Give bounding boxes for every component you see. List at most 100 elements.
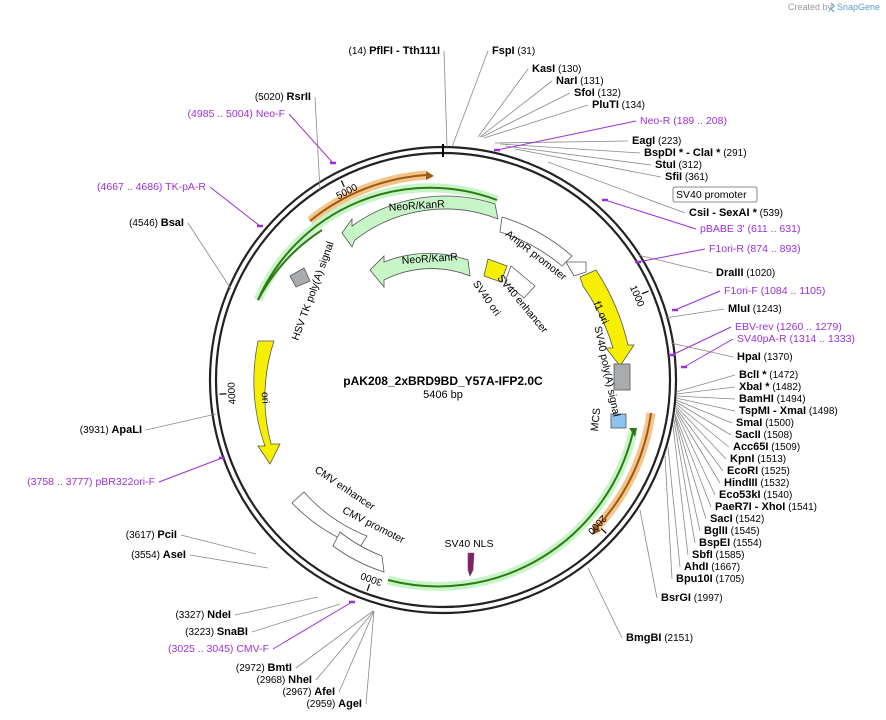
site-extra: - XmaI: [770, 405, 806, 417]
feature-sv40-nls: [467, 552, 475, 577]
site-name: AgeI: [338, 698, 362, 710]
site-name: BamHI: [739, 393, 774, 405]
site-leader-41: [180, 534, 257, 555]
site-label-23: HindIII (1532): [724, 477, 789, 489]
site-label-43: (4546) BsaI: [129, 217, 184, 229]
site-label-5: PluTI (134): [592, 99, 645, 111]
site-pos: (1540): [761, 490, 793, 501]
feature-f1-ori: [579, 269, 635, 367]
site-label-15: XbaI * (1482): [739, 381, 801, 393]
site-leader-38: [251, 603, 341, 633]
site-label-17: TspMI - XmaI (1498): [739, 405, 838, 417]
site-label-14: BclI * (1472): [739, 369, 798, 381]
site-label-35: (2967) AfeI: [283, 686, 335, 698]
site-leader-11: [637, 254, 713, 274]
site-pos: (1554): [730, 538, 762, 549]
feature-neor-outer: [341, 195, 499, 248]
site-label-16: BamHI (1494): [739, 393, 806, 405]
site-leader-0: [443, 50, 448, 148]
site-leader-21: [675, 405, 727, 460]
site-pos: (3931): [80, 425, 112, 436]
site-leader-15: [675, 386, 736, 395]
site-pos: (2151): [661, 633, 693, 644]
site-leader-29: [672, 424, 689, 556]
primer-leader-6: [272, 601, 353, 650]
site-leader-36: [315, 610, 375, 681]
leader-lines: [145, 50, 736, 705]
site-name: PaeR7I: [715, 501, 752, 513]
site-name: AseI: [163, 549, 186, 561]
site-name: StuI: [655, 159, 676, 171]
tick-1: [641, 290, 649, 295]
site-label-10: CsiI - SexAI * (539): [689, 207, 783, 219]
site-name: EagI: [632, 135, 655, 147]
site-label-11: DraIII (1020): [716, 267, 775, 279]
site-pos: (1525): [758, 466, 790, 477]
primer-label-1: pBABE 3' (611 .. 631): [700, 223, 800, 235]
site-leader-24: [675, 411, 716, 496]
site-pos: (1508): [761, 430, 793, 441]
site-pos: (134): [619, 100, 645, 111]
site-extra: - XhoI: [752, 501, 786, 513]
site-label-34: (2959) AgeI: [306, 698, 362, 710]
site-label-30: AhdI (1667): [684, 561, 740, 573]
site-leader-35: [338, 610, 375, 693]
site-pos: (1494): [774, 394, 806, 405]
tick-label-4: 4000: [226, 381, 238, 404]
site-label-32: BsrGI (1997): [661, 592, 723, 604]
site-name: DraIII: [716, 267, 744, 279]
site-pos: (223): [655, 136, 681, 147]
site-leader-5: [483, 104, 589, 139]
site-pos: (3554): [131, 550, 163, 561]
site-pos: (1667): [708, 562, 740, 573]
plasmid-size: 5406 bp: [423, 389, 463, 401]
primer-leader-1: [604, 199, 697, 230]
primer-label-0: Neo-R (189 .. 208): [640, 115, 727, 127]
site-extra: - ClaI *: [683, 147, 721, 159]
site-pos: (1500): [762, 418, 794, 429]
site-leader-10: [547, 161, 686, 214]
feature-neor-inner: [369, 253, 471, 289]
site-label-6: EagI (223): [632, 135, 681, 147]
site-pos: (5020): [255, 92, 287, 103]
site-label-29: SbfI (1585): [692, 549, 744, 561]
site-label-28: BspEI (1554): [699, 537, 762, 549]
site-name: RsrII: [287, 91, 311, 103]
site-label-42: (3931) ApaLI: [80, 424, 142, 436]
site-label-21: KpnI (1513): [730, 453, 786, 465]
feature-label-9: NeoR/KanR: [388, 198, 445, 214]
primer-label-5: SV40pA-R (1314 .. 1333): [737, 333, 855, 345]
site-pos: (539): [757, 208, 783, 219]
primer-leader-2: [637, 248, 706, 263]
site-leader-23: [675, 409, 721, 484]
site-pos: (1541): [785, 502, 817, 513]
feature-ampr-promoter-box: [565, 261, 587, 277]
site-label-24: Eco53kI (1540): [719, 489, 792, 501]
site-label-18: SmaI (1500): [736, 417, 794, 429]
site-leader-37: [295, 610, 374, 669]
site-leader-40: [189, 554, 269, 569]
site-label-33: BmgBI (2151): [626, 632, 693, 644]
site-name: FspI: [492, 45, 515, 57]
site-leader-13: [670, 342, 734, 358]
site-leader-31: [664, 455, 673, 580]
site-leader-22: [675, 407, 724, 472]
site-pos: (1532): [758, 478, 790, 489]
site-label-31: Bpu10I (1705): [676, 573, 744, 585]
site-pos: (2972): [236, 663, 268, 674]
site-name: EcoRI: [727, 465, 758, 477]
site-leader-32: [639, 509, 658, 599]
primer-leader-9: [288, 113, 334, 164]
site-name: TspMI: [739, 405, 770, 417]
feature-layer: [253, 170, 656, 591]
site-leader-33: [587, 567, 623, 639]
site-name: SacI: [710, 513, 733, 525]
site-leader-34: [365, 610, 375, 705]
site-leader-12: [664, 308, 725, 319]
site-pos: (2968): [256, 675, 288, 686]
site-leader-26: [674, 415, 707, 520]
site-name: PflFI: [369, 45, 393, 57]
site-leader-19: [675, 401, 732, 436]
